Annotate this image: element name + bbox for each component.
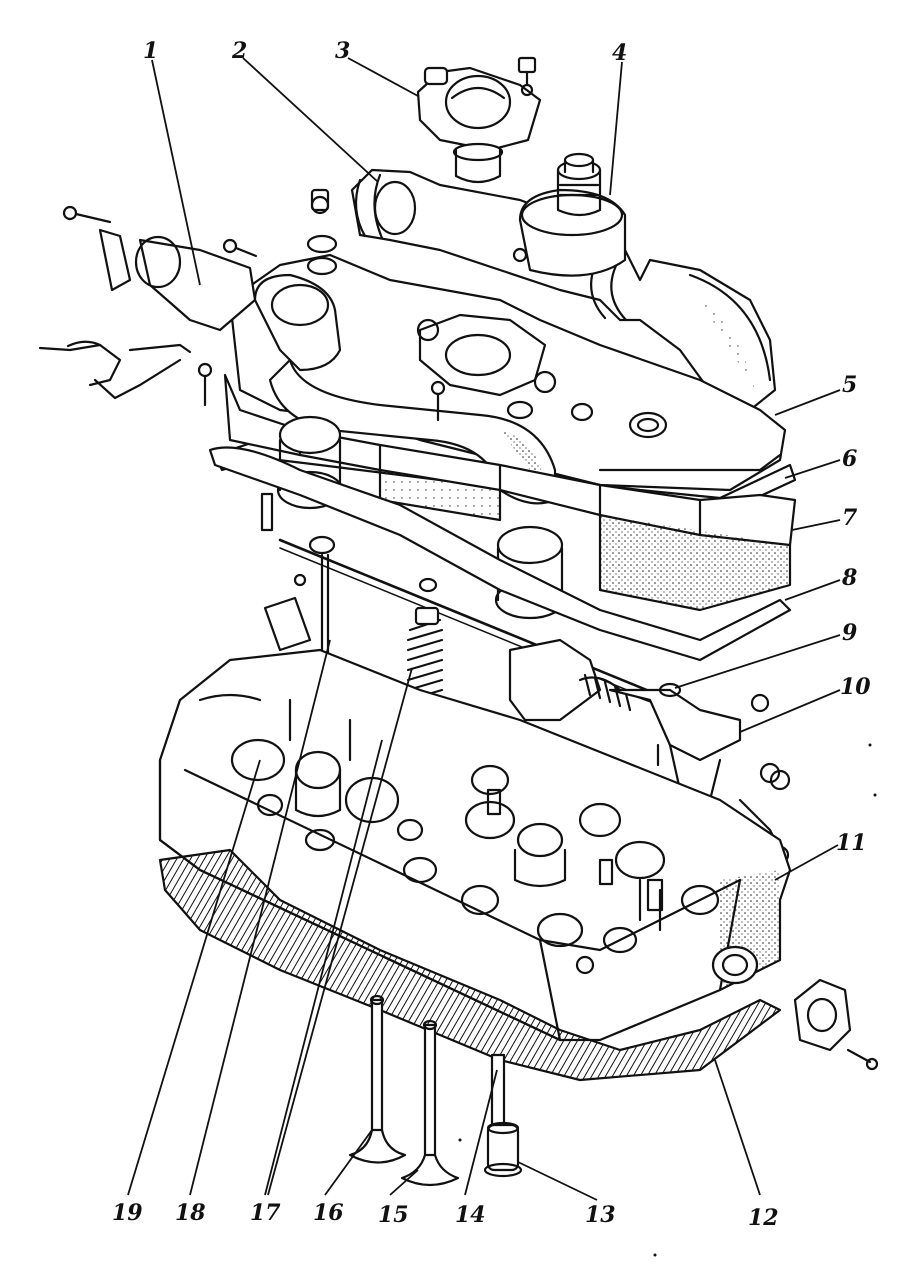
callout-3: 3 <box>335 38 350 64</box>
callout-15: 15 <box>378 1202 409 1228</box>
leader-lines <box>127 57 841 1201</box>
callout-17: 17 <box>250 1200 281 1226</box>
callout-12: 12 <box>748 1205 779 1231</box>
callout-10: 10 <box>840 674 871 700</box>
callout-4: 4 <box>612 40 627 66</box>
callout-5: 5 <box>842 372 857 398</box>
callout-11: 11 <box>836 830 867 856</box>
valve-cover <box>228 253 787 492</box>
callout-8: 8 <box>841 565 857 591</box>
thermostat-housing <box>416 56 542 184</box>
callout-7: 7 <box>842 505 858 531</box>
oil-filler-cap <box>512 152 627 277</box>
callout-1: 1 <box>143 38 158 64</box>
valve-guide <box>483 1053 523 1178</box>
callout-16: 16 <box>313 1200 344 1226</box>
callout-6: 6 <box>842 446 857 472</box>
cylinder-head <box>158 648 792 1042</box>
valves <box>348 994 460 1187</box>
callout-18: 18 <box>175 1200 206 1226</box>
callout-2: 2 <box>231 38 247 64</box>
intake-pipe <box>62 188 338 332</box>
throttle-linkage <box>38 340 213 407</box>
callout-labels: 1 2 3 4 5 6 7 8 9 10 11 12 13 14 15 16 1… <box>112 38 871 1231</box>
callout-19: 19 <box>112 1200 143 1226</box>
base-gasket <box>208 446 792 662</box>
head-gasket <box>158 848 782 1082</box>
valve-cover-base <box>223 373 797 612</box>
callout-13: 13 <box>585 1202 616 1228</box>
callout-14: 14 <box>455 1202 486 1228</box>
side-flange <box>793 978 879 1071</box>
callout-9: 9 <box>842 620 857 646</box>
